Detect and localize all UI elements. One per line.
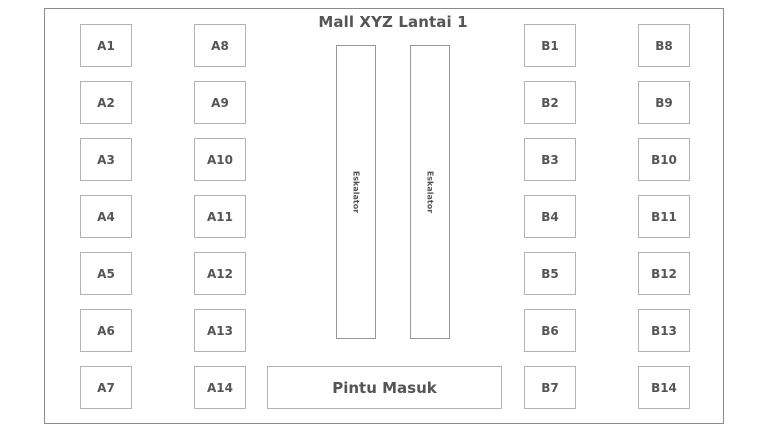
stall-a9[interactable]: A9 xyxy=(194,81,246,124)
stall-b11[interactable]: B11 xyxy=(638,195,690,238)
stall-b5[interactable]: B5 xyxy=(524,252,576,295)
stall-b1[interactable]: B1 xyxy=(524,24,576,67)
stall-b9[interactable]: B9 xyxy=(638,81,690,124)
stall-b6[interactable]: B6 xyxy=(524,309,576,352)
stall-a4[interactable]: A4 xyxy=(80,195,132,238)
stall-b3[interactable]: B3 xyxy=(524,138,576,181)
stall-a8[interactable]: A8 xyxy=(194,24,246,67)
stall-a13[interactable]: A13 xyxy=(194,309,246,352)
stall-a14[interactable]: A14 xyxy=(194,366,246,409)
escalator-label: Eskalator xyxy=(425,170,435,214)
stall-a5[interactable]: A5 xyxy=(80,252,132,295)
escalator-label: Eskalator xyxy=(351,170,361,214)
stall-a1[interactable]: A1 xyxy=(80,24,132,67)
stall-a2[interactable]: A2 xyxy=(80,81,132,124)
stall-b13[interactable]: B13 xyxy=(638,309,690,352)
entrance[interactable]: Pintu Masuk xyxy=(267,366,502,409)
stall-a7[interactable]: A7 xyxy=(80,366,132,409)
stall-b14[interactable]: B14 xyxy=(638,366,690,409)
stall-a12[interactable]: A12 xyxy=(194,252,246,295)
stall-b8[interactable]: B8 xyxy=(638,24,690,67)
stall-a3[interactable]: A3 xyxy=(80,138,132,181)
stall-b12[interactable]: B12 xyxy=(638,252,690,295)
stall-b2[interactable]: B2 xyxy=(524,81,576,124)
stall-b4[interactable]: B4 xyxy=(524,195,576,238)
stall-a10[interactable]: A10 xyxy=(194,138,246,181)
floor-plan-title: Mall XYZ Lantai 1 xyxy=(318,13,468,31)
stall-a6[interactable]: A6 xyxy=(80,309,132,352)
stall-b10[interactable]: B10 xyxy=(638,138,690,181)
stall-b7[interactable]: B7 xyxy=(524,366,576,409)
escalator-left: Eskalator xyxy=(336,45,376,339)
mall-floor-plan xyxy=(44,8,724,424)
escalator-right: Eskalator xyxy=(410,45,450,339)
stall-a11[interactable]: A11 xyxy=(194,195,246,238)
